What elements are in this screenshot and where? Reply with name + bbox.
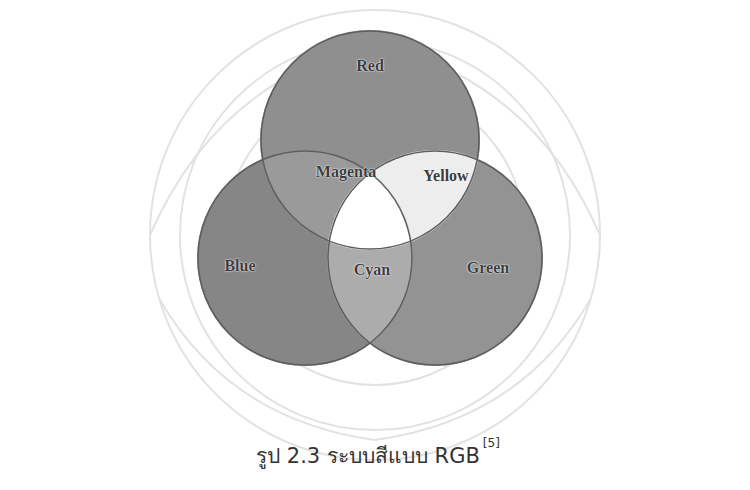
overlap-label: Yellow bbox=[423, 167, 468, 185]
figure-caption: รูป 2.3 ระบบสีแบบ RGB bbox=[256, 439, 480, 472]
color-name: Red bbox=[356, 57, 384, 75]
overlap-label: Magenta bbox=[316, 163, 376, 181]
reference-number: [5] bbox=[483, 436, 500, 450]
watermark-seal bbox=[150, 10, 600, 460]
color-name: Green bbox=[467, 259, 509, 277]
color-circle: Red bbox=[260, 30, 480, 250]
overlap-label: Cyan bbox=[354, 261, 390, 279]
color-name: Blue bbox=[224, 257, 255, 275]
color-circle: Blue bbox=[197, 150, 413, 366]
